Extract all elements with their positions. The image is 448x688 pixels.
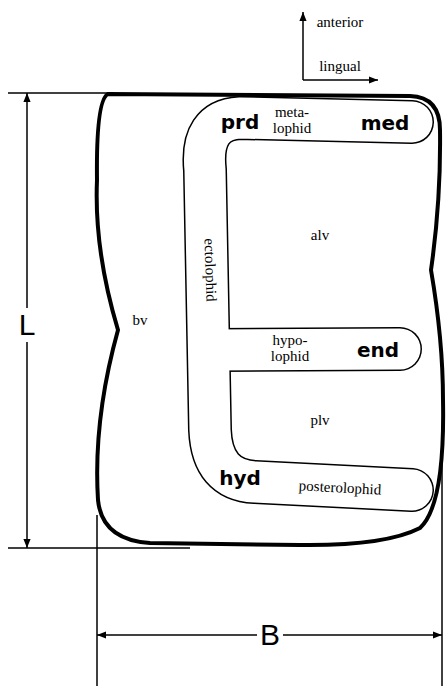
extension-line xyxy=(96,515,98,686)
lingual-arrow xyxy=(303,79,378,81)
cusp-name: prd xyxy=(221,112,260,132)
anterior-arrow xyxy=(302,12,304,80)
crest-name: hypo- lophid xyxy=(265,333,315,365)
cusp-name: hyd xyxy=(219,468,261,488)
direction-label: anterior xyxy=(317,15,364,30)
dimension-label: L xyxy=(16,308,39,342)
crest-name: ectolophid xyxy=(201,238,218,302)
direction-label: lingual xyxy=(319,59,361,74)
crest-name: meta- lophid xyxy=(267,105,317,137)
crest-ribbon xyxy=(204,118,412,490)
valley-name: plv xyxy=(310,413,329,428)
valley-name: alv xyxy=(311,228,329,243)
cusp-name: end xyxy=(357,340,399,360)
orientation-arrows xyxy=(303,12,378,80)
crest-outline xyxy=(204,118,412,490)
extension-line xyxy=(8,92,110,94)
tooth-outline xyxy=(97,94,443,545)
cusp-name: med xyxy=(361,113,410,133)
crest-fill xyxy=(204,118,412,490)
extension-line xyxy=(8,547,190,549)
valley-name: bv xyxy=(133,313,148,328)
dimension-label: B xyxy=(257,618,283,652)
